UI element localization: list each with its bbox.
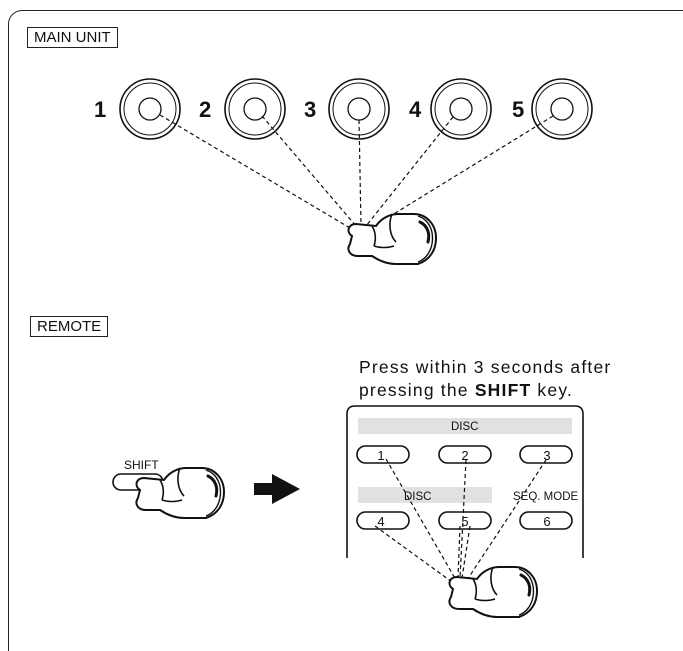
- instruction-part1: Press within 3 seconds after pressing th…: [359, 357, 612, 400]
- remote-key-label-5: 5: [461, 514, 468, 529]
- remote-key-2[interactable]: [438, 445, 492, 464]
- instruction-part2: key.: [531, 380, 574, 400]
- arrow-right-icon: [254, 474, 300, 504]
- main-button-number-1: 1: [94, 97, 106, 122]
- remote-key-label-2: 2: [461, 448, 468, 463]
- main-button-3[interactable]: [328, 78, 390, 140]
- remote-key-3[interactable]: [519, 445, 573, 464]
- remote-label: REMOTE: [30, 316, 109, 337]
- disc-label-mid: DISC: [404, 491, 431, 503]
- main-button-number-5: 5: [512, 97, 524, 122]
- pressing-hand-icon: [346, 212, 438, 266]
- main-unit-label: MAIN UNIT: [27, 27, 118, 48]
- remote-key-5[interactable]: [438, 511, 492, 530]
- main-button-2[interactable]: [224, 78, 286, 140]
- remote-dashed-lines: [374, 458, 547, 583]
- main-button-1[interactable]: [119, 78, 181, 140]
- main-button-number-4: 4: [409, 97, 422, 122]
- main-button-4[interactable]: [430, 78, 492, 140]
- remote-panel: [346, 405, 584, 558]
- shift-label: SHIFT: [124, 458, 159, 472]
- round-button-icon: [119, 78, 593, 140]
- remote-key-6[interactable]: [519, 511, 573, 530]
- remote-key-label-6: 6: [543, 514, 550, 529]
- instruction-text: Press within 3 seconds after pressing th…: [359, 356, 669, 402]
- seq-mode-label: SEQ. MODE: [513, 491, 579, 503]
- main-dashed-lines: [159, 114, 554, 229]
- main-button-number-2: 2: [199, 97, 211, 122]
- remote-key-label-1: 1: [377, 448, 384, 463]
- main-button-5[interactable]: [531, 78, 593, 140]
- diagram-frame: [8, 10, 683, 651]
- remote-key-4[interactable]: [356, 511, 410, 530]
- remote-key-1[interactable]: [356, 445, 410, 464]
- remote-key-label-3: 3: [543, 448, 550, 463]
- main-button-number-3: 3: [304, 97, 316, 122]
- instruction-key: SHIFT: [474, 380, 532, 400]
- disc-label-top: DISC: [451, 421, 478, 433]
- remote-key-label-4: 4: [377, 514, 384, 529]
